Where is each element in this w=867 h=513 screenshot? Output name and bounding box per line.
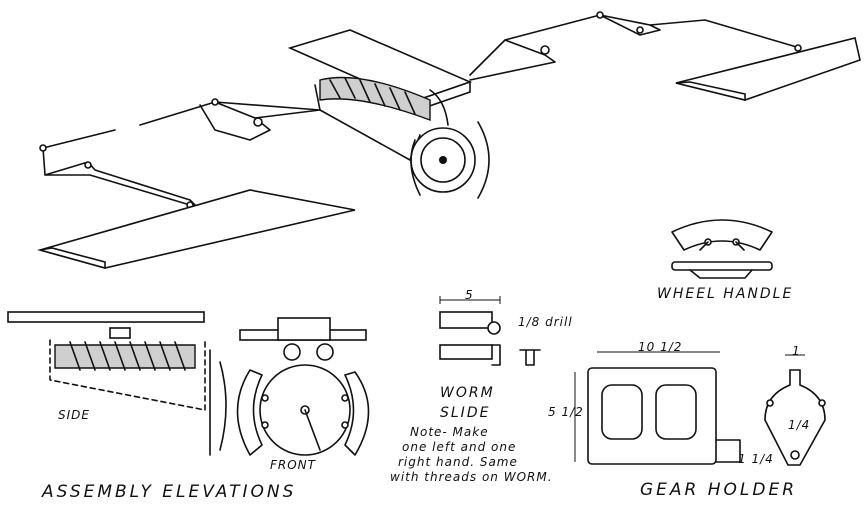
assembly-elevations-title: ASSEMBLY ELEVATIONS <box>42 482 297 502</box>
holder-height-dim: 5 1/2 <box>548 405 584 419</box>
right-blade <box>675 37 861 101</box>
holder-tab-dim: 1 1/4 <box>738 452 774 466</box>
right-linkage <box>469 14 801 81</box>
worm <box>319 76 431 122</box>
left-linkage <box>139 101 321 141</box>
note-line-2: one left and one <box>402 440 517 454</box>
gear-tab-dim: 1 <box>792 344 801 358</box>
note-line-1: Note- Make <box>410 425 489 439</box>
gear-holder-drawing <box>574 351 826 466</box>
worm-slide-drawing <box>439 296 541 366</box>
wheel-handle-label: WHEEL HANDLE <box>657 286 794 302</box>
gear-holder-title: GEAR HOLDER <box>640 480 798 500</box>
slide-label: SLIDE <box>440 405 491 421</box>
drill-dim: 1/8 drill <box>518 315 573 329</box>
isometric-assembly <box>37 11 861 270</box>
note-line-3: right hand. Same <box>398 455 518 469</box>
front-label: FRONT <box>270 458 316 472</box>
left-blade <box>37 189 356 269</box>
side-label: SIDE <box>58 408 90 422</box>
worm-label: WORM <box>440 385 495 401</box>
note-line-4: with threads on WORM. <box>390 470 553 484</box>
front-elevation <box>236 317 370 456</box>
wheel-handle-drawing <box>671 219 773 279</box>
gear-hole-dim: 1/4 <box>788 418 811 432</box>
slide-length-dim: 5 <box>465 288 474 302</box>
holder-width-dim: 10 1/2 <box>638 340 683 354</box>
side-elevation <box>7 311 227 456</box>
